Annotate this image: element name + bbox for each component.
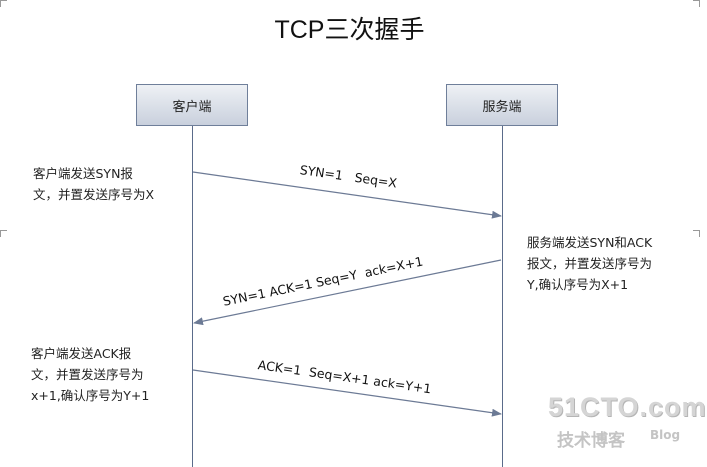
client-node-label: 客户端: [172, 99, 212, 115]
client-syn-note-line1: 客户端发送SYN报: [33, 166, 133, 181]
client-ack-note: 客户端发送ACK报 文，并置发送序号为 x+1,确认序号为Y+1: [31, 343, 149, 406]
server-synack-note: 服务端发送SYN和ACK 报文，并置发送序号为 Y,确认序号为X+1: [527, 232, 652, 295]
server-lifeline: [502, 126, 503, 467]
corner-mark-left: [0, 230, 7, 237]
client-syn-note-line2: 文，并置发送序号为X: [33, 187, 155, 202]
diagram-title: TCP三次握手: [274, 16, 425, 44]
watermark-logo: 51CTO.com: [548, 392, 707, 422]
client-node: 客户端: [136, 84, 248, 126]
syn-ack-arrow: [193, 259, 502, 326]
corner-mark-top-right: [693, 0, 700, 7]
server-synack-note-line1: 服务端发送SYN和ACK: [527, 235, 653, 250]
corner-mark-top-left: [0, 0, 7, 7]
watermark-blog-en: Blog: [650, 428, 681, 442]
client-ack-note-line1: 客户端发送ACK报: [31, 346, 132, 361]
server-node-label: 服务端: [482, 99, 522, 115]
client-ack-note-line3: x+1,确认序号为Y+1: [31, 388, 150, 403]
watermark-blog-cn: 技术博客: [557, 431, 625, 451]
client-lifeline: [192, 126, 193, 467]
syn-arrow: [192, 171, 502, 219]
client-ack-note-line2: 文，并置发送序号为: [31, 367, 144, 382]
server-synack-note-line2: 报文，并置发送序号为: [527, 256, 653, 271]
server-synack-note-line3: Y,确认序号为X+1: [527, 277, 629, 292]
server-node: 服务端: [446, 84, 558, 126]
ack-arrow: [192, 369, 502, 417]
corner-mark-right: [693, 230, 700, 237]
client-syn-note: 客户端发送SYN报 文，并置发送序号为X: [33, 163, 154, 205]
